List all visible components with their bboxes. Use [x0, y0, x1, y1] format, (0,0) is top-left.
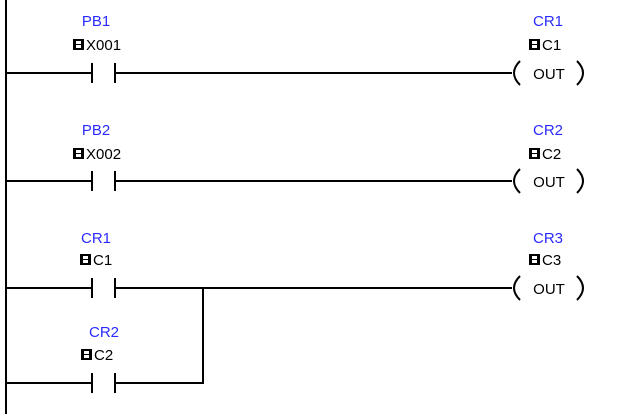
branch-contact-address: C2: [94, 347, 113, 364]
rung-1[interactable]: PB1 X001 CR1 C1 OUT: [6, 13, 584, 86]
rung-3[interactable]: CR1 C1 CR2 C2 CR3: [6, 230, 584, 393]
bit-address-icon: [80, 254, 91, 265]
coil-nickname: CR2: [533, 122, 563, 139]
contact-address: C1: [93, 252, 112, 269]
coil-address: C2: [542, 146, 561, 163]
contact-address: X002: [86, 146, 121, 163]
normally-open-contact[interactable]: [91, 171, 116, 191]
coil-nickname: CR1: [533, 13, 563, 30]
coil-instruction: OUT: [533, 66, 565, 83]
bit-address-icon: [73, 39, 84, 50]
out-coil[interactable]: OUT: [513, 60, 584, 86]
coil-nickname: CR3: [533, 230, 563, 247]
rung-2[interactable]: PB2 X002 CR2 C2 OUT: [6, 122, 584, 194]
contact-address: X001: [86, 37, 121, 54]
contact-nickname: CR1: [81, 230, 111, 247]
bit-address-icon: [73, 148, 84, 159]
coil-address: C3: [542, 252, 561, 269]
bit-address-icon: [529, 254, 540, 265]
contact-nickname: PB2: [82, 122, 110, 139]
normally-open-contact[interactable]: [91, 63, 116, 83]
branch-contact-nickname: CR2: [89, 324, 119, 341]
normally-open-contact[interactable]: [91, 278, 116, 298]
coil-instruction: OUT: [533, 174, 565, 191]
coil-instruction: OUT: [533, 281, 565, 298]
bit-address-icon: [529, 148, 540, 159]
out-coil[interactable]: OUT: [513, 168, 584, 194]
out-coil[interactable]: OUT: [513, 275, 584, 301]
bit-address-icon: [81, 349, 92, 360]
bit-address-icon: [529, 39, 540, 50]
contact-nickname: PB1: [82, 13, 110, 30]
normally-open-contact[interactable]: [91, 373, 116, 393]
coil-address: C1: [542, 37, 561, 54]
